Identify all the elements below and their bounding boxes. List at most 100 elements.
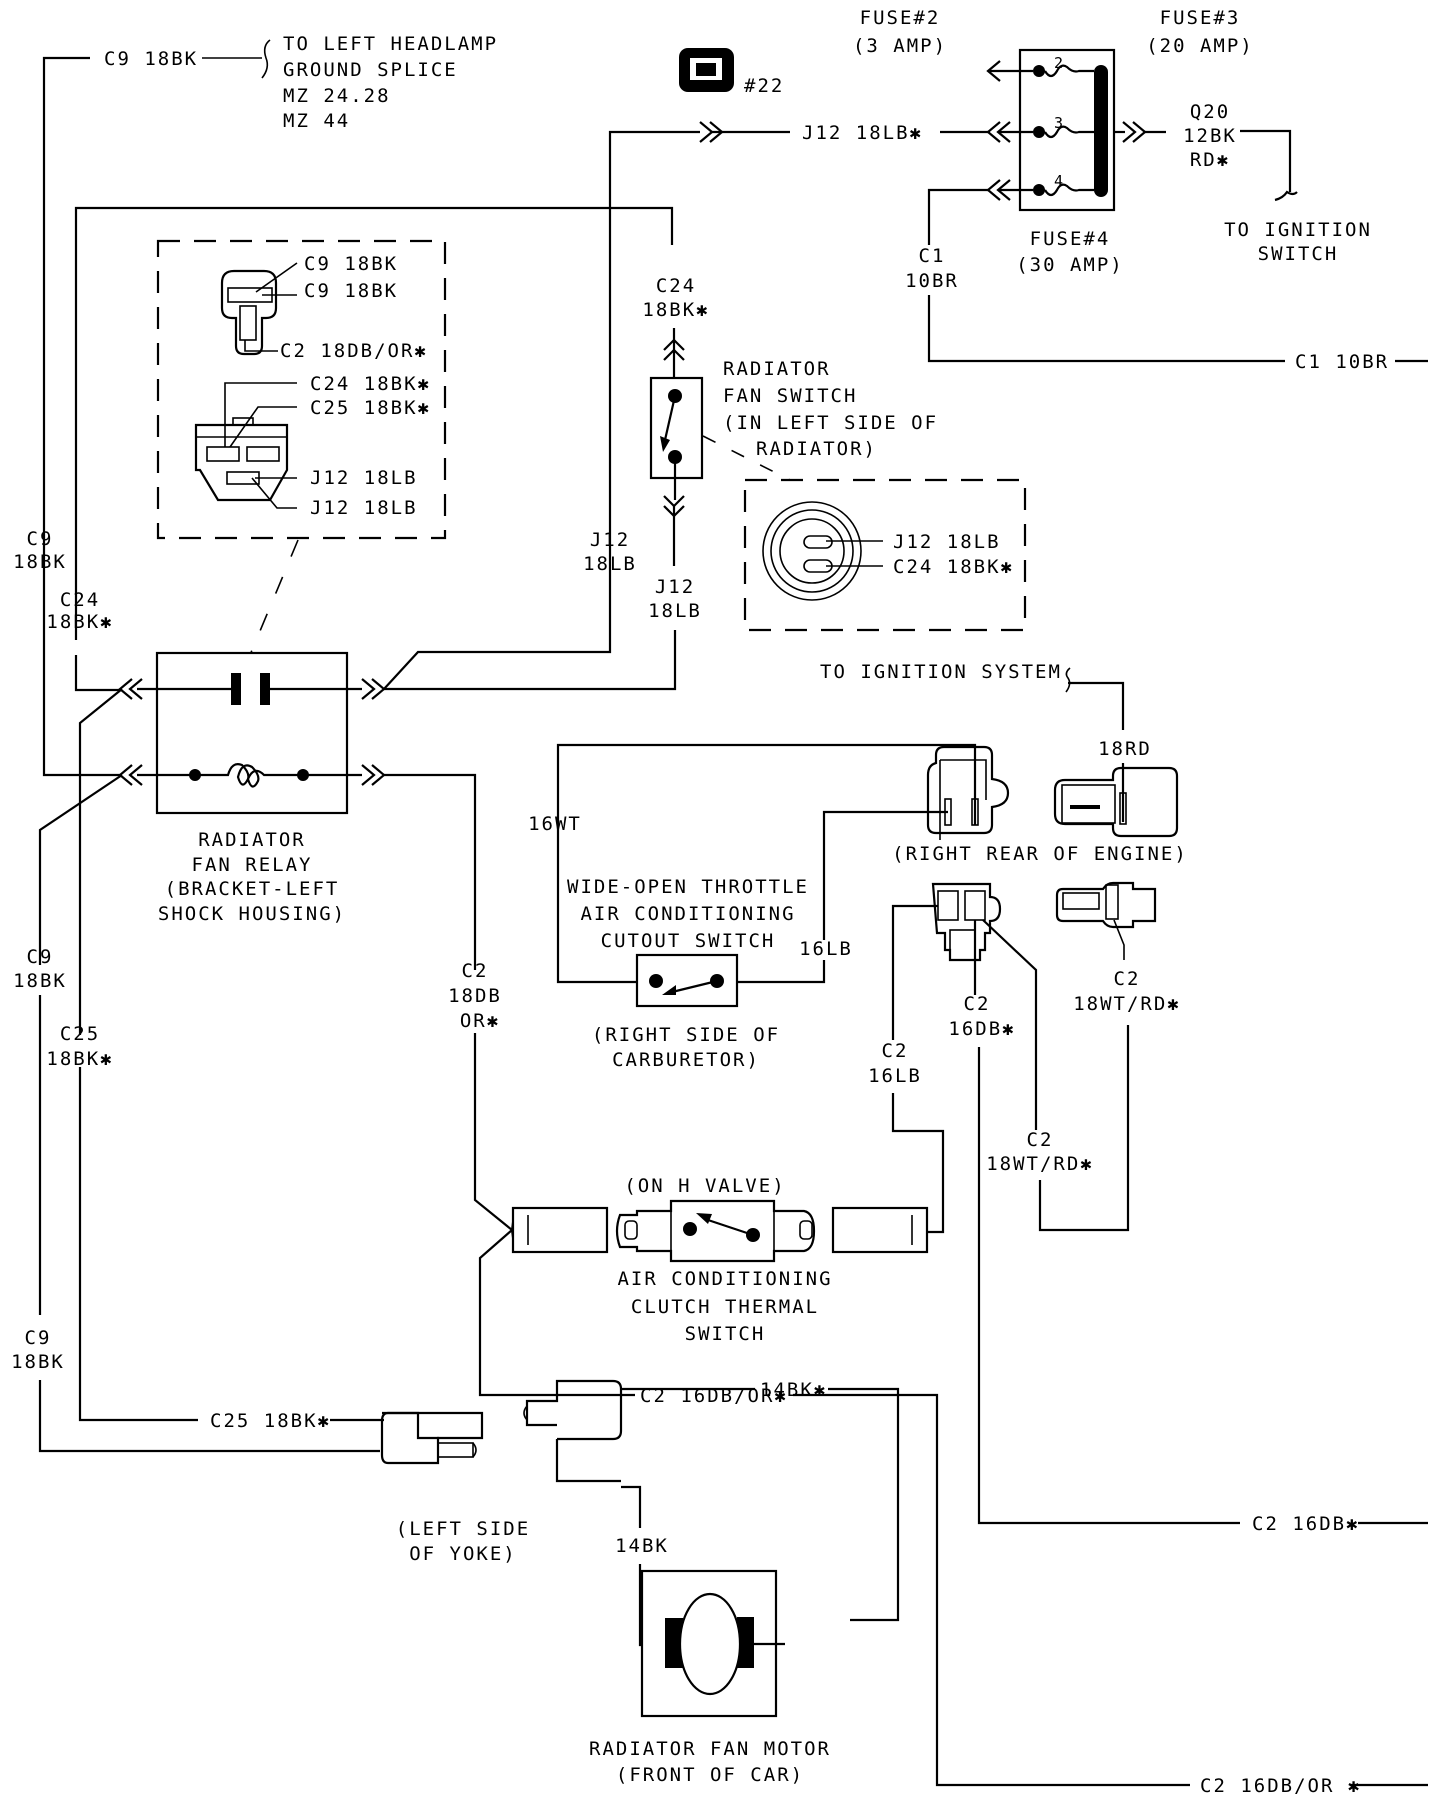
wire-14bk (621, 1485, 642, 1528)
relay-coil (137, 763, 362, 788)
detail-pin-c9a: C9 18BK (304, 253, 398, 275)
wire-label-q20-l3: RD✱ (1190, 149, 1230, 171)
detail-pin-c25: C25 18BK✱ (310, 397, 431, 419)
relay-key-connector (220, 269, 278, 356)
wire-label-c9c-l2: 18BK (11, 1351, 65, 1373)
wire-label-c2-16lb-l2: 16LB (868, 1065, 922, 1087)
wire-label-c25-l1: C25 (60, 1023, 100, 1045)
connector-icon (679, 48, 734, 92)
splice-break-icon (261, 39, 271, 79)
wire-label-c24-l1: C24 (60, 589, 100, 611)
ign-switch-l2: SWITCH (1258, 243, 1339, 265)
wire-label-c2-l2: 18DB (448, 985, 502, 1007)
wire-label-c25-yoke: C25 18BK✱ (210, 1410, 331, 1432)
wire-label-j12-top: J12 18LB✱ (802, 122, 923, 144)
wot-loc-l2: CARBURETOR) (612, 1049, 760, 1071)
wot-name-l2: AIR CONDITIONING (580, 903, 795, 925)
wire-c24-relay (74, 688, 120, 692)
radiator-fan-relay: RADIATOR FAN RELAY (BRACKET-LEFT SHOCK H… (118, 651, 386, 925)
wire-label-18rd: 18RD (1098, 738, 1152, 760)
wire-label-c1-right: C1 10BR (1295, 351, 1389, 373)
fan-motor-name-l2: (FRONT OF CAR) (616, 1764, 804, 1786)
yoke-connector: (LEFT SIDE OF YOKE) 14BK✱ 14BK (380, 1379, 900, 1647)
relay-conn-male-icon (361, 678, 386, 700)
relay-contact-right (260, 673, 270, 705)
fan-switch-name-l4: RADIATOR) (756, 438, 877, 460)
thermal-switch-body (615, 1199, 816, 1263)
detail-pin-c2: C2 18DB/OR✱ (280, 340, 428, 362)
wire-label-c2-wtrd-l2: 18WT/RD✱ (1073, 993, 1181, 1015)
wire-c2-16db-run (977, 1047, 1240, 1525)
motor-brush-left (665, 1618, 683, 1668)
connector-ref-label: #22 (744, 75, 784, 97)
wire-16wt (556, 743, 977, 850)
wire-label-c2-l1: C2 (462, 960, 489, 982)
ign-system-label: TO IGNITION SYSTEM (820, 661, 1062, 683)
wire-label-c2-16dbor: C2 16DB/OR✱ (640, 1385, 788, 1407)
radiator-fan-switch: C24 18BK✱ RADIATOR FAN SWITCH (IN LEFT S… (642, 275, 1027, 632)
wire-c2-wtrd (982, 919, 1038, 1130)
wire-label-c2-16dbor-right: C2 16DB/OR ✱ (1200, 1775, 1361, 1797)
fan-motor-name-l1: RADIATOR FAN MOTOR (589, 1738, 831, 1760)
yoke-left-half (380, 1411, 440, 1465)
wire-label-c25-l2: 18BK✱ (46, 1048, 113, 1070)
engine-connector-3: C2 18WT/RD✱ (1055, 881, 1181, 1015)
wire-label-c2-16db-l1: C2 (964, 993, 991, 1015)
wire-c9-main (42, 56, 90, 595)
headlamp-ref1: MZ 24.28 (283, 85, 391, 107)
connector-up-icon (663, 338, 685, 361)
motor-armature (678, 1592, 742, 1696)
connector-male-icon (1122, 121, 1147, 143)
detail-pin-c9b: C9 18BK (304, 280, 398, 302)
wire-c2-16dbor-run (793, 1393, 1190, 1787)
fan-switch-wire-l1: C24 (656, 275, 696, 297)
engine-connector-1: 16WT 16LB (528, 743, 1010, 960)
fuse2-rating: (3 AMP) (853, 35, 947, 57)
wire-label-j12b-l2: 18LB (648, 600, 702, 622)
wire-c2-relay (384, 773, 477, 970)
relay-right-wires: J12 18LB J12 18LB C2 18DB OR✱ (383, 529, 702, 1397)
c1-wire: C1 10BR C1 10BR (905, 179, 1428, 373)
wire-label-c2-l3: OR✱ (460, 1010, 500, 1032)
relay-conn-male-icon (361, 764, 386, 786)
yoke-right-lower (555, 1439, 621, 1483)
detail-callout-line (249, 539, 299, 656)
j12-top-wire: J12 18LB✱ (608, 121, 1011, 585)
relay-name-l3: (BRACKET-LEFT (165, 878, 340, 900)
wire-label-c2-wtrd-l1: C2 (1114, 968, 1141, 990)
wire-j12-to-top (383, 585, 612, 690)
yoke-right-half (525, 1379, 623, 1441)
wire-c2-wtrd-loop (1038, 1025, 1130, 1232)
relay-name-l4: SHOCK HOUSING) (158, 903, 346, 925)
motor-brush-right (737, 1617, 754, 1668)
fuse3-element (1044, 125, 1094, 139)
fuse3-title: FUSE#3 (1160, 7, 1241, 29)
wire-label-q20-l2: 12BK (1183, 125, 1237, 147)
wire-label-14bk: 14BK (615, 1535, 669, 1557)
wire-label-c9-l2: 18BK (13, 551, 67, 573)
wire-j12-to-switch (384, 630, 677, 691)
relay-name-l1: RADIATOR (198, 829, 306, 851)
engine-conn3-body (1055, 881, 1157, 929)
detail-leaders-1 (244, 262, 298, 352)
wire-c25-bottom (78, 1067, 198, 1422)
relay-4pin-connector (194, 423, 289, 502)
fan-switch-name-l1: RADIATOR (723, 358, 831, 380)
thermal-name-l2: CLUTCH THERMAL (631, 1296, 819, 1318)
wot-name-l3: CUTOUT SWITCH (601, 930, 776, 952)
wire-c9-relay (42, 595, 120, 777)
wot-switch-blade (671, 979, 718, 994)
wire-c25-down (78, 688, 123, 1035)
q20-wire: Q20 12BK RD✱ TO IGNITION SWITCH (1114, 101, 1370, 265)
wire-j12-vertical (608, 130, 700, 585)
radiator-fan-motor: RADIATOR FAN MOTOR (FRONT OF CAR) (589, 1569, 831, 1786)
headlamp-dest-line1: TO LEFT HEADLAMP (283, 33, 498, 55)
wire-label-c2-wtrd2-l1: C2 (1027, 1129, 1054, 1151)
ignition-system: TO IGNITION SYSTEM 18RD (RIGHT REAR OF E… (820, 661, 1186, 865)
thermal-left-plug (511, 1206, 609, 1254)
thermal-right-plug (831, 1206, 929, 1254)
wire-label-c1-l1: C1 (919, 245, 946, 267)
engine-conn1-body (926, 745, 1010, 835)
switch-blade (663, 395, 677, 441)
